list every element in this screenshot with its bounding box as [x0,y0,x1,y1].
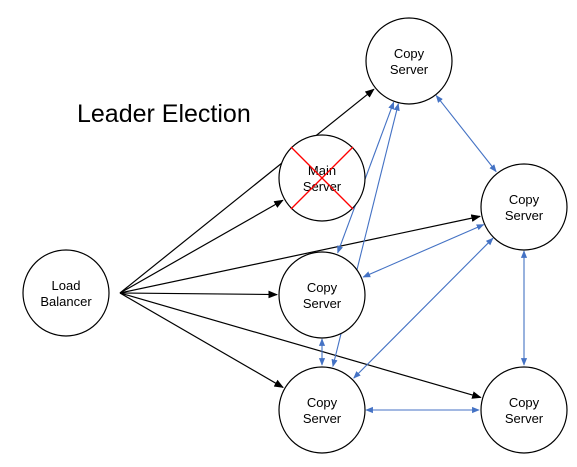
node-label-line: Server [303,179,342,194]
request-arrow-copy-bottom-right [119,292,482,399]
node-label-line: Main [308,163,336,178]
node-circle [22,249,110,337]
node-label-line: Server [505,411,544,426]
failed-cross-stroke-2 [290,146,354,210]
node-label-line: Load [52,278,81,293]
node-circle [278,251,366,339]
node-label-line: Copy [307,280,338,295]
election-arrow-copy-right-to-copy-mid [362,224,485,278]
node-label-line: Copy [509,395,540,410]
node-label-line: Copy [394,46,425,61]
request-arrow-main-server [119,199,284,294]
election-arrow-copy-top-to-copy-right [435,94,497,173]
request-arrow-copy-mid [119,290,278,299]
node-label-line: Server [390,62,429,77]
node-circle [480,366,568,454]
diagram-title: Leader Election [77,100,251,128]
node-circle [365,17,453,105]
node-label-line: Server [303,411,342,426]
node-label-line: Copy [509,192,540,207]
node-label-line: Copy [307,395,338,410]
request-arrow-copy-bottom [119,292,284,388]
node-label-line: Server [505,208,544,223]
node-label-line: Server [303,296,342,311]
node-circle [278,366,366,454]
election-arrow-copy-right-to-copy-bottom [353,237,494,379]
node-circle [480,163,568,251]
node-label-line: Balancer [40,294,92,309]
